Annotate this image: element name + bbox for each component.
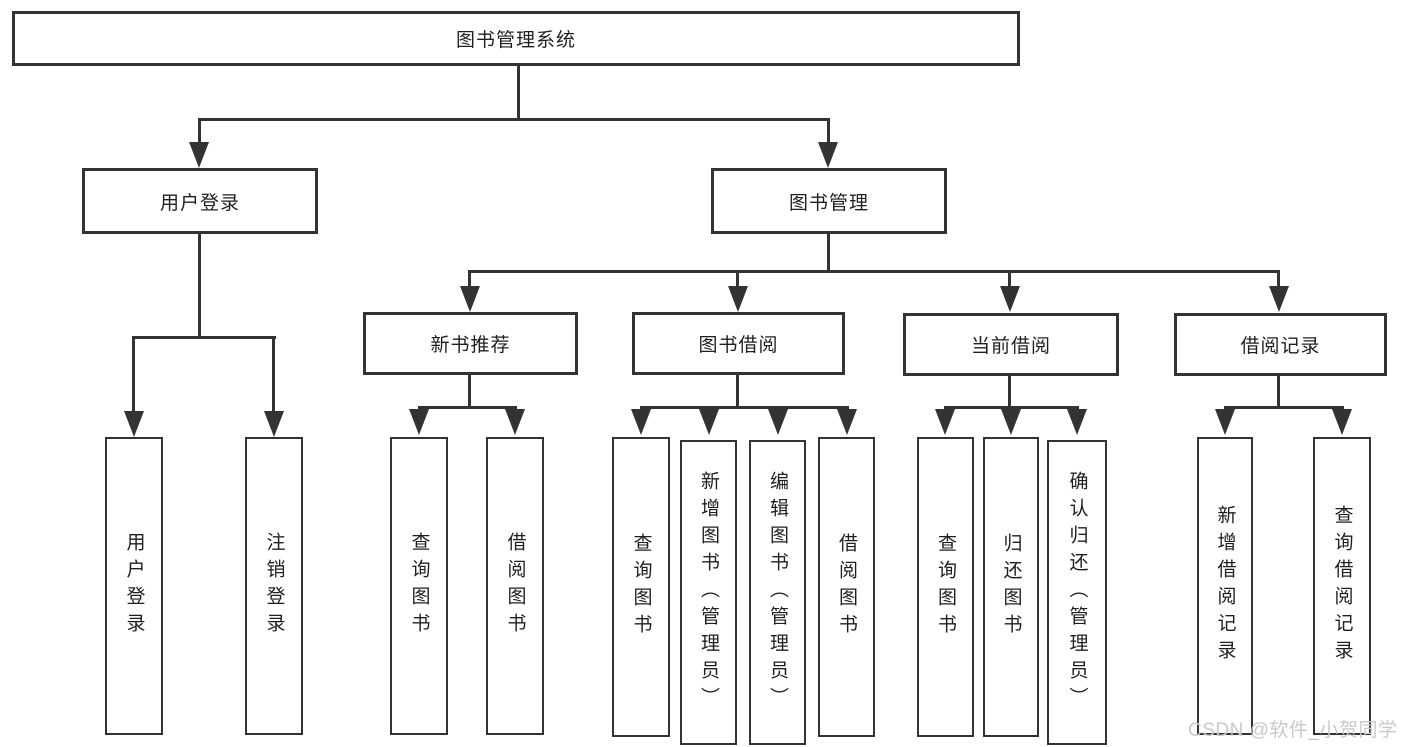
connector-new-book-bus — [418, 406, 517, 409]
arrow-to-leaf — [699, 409, 719, 435]
node-current-borrowing: 当前借阅 — [903, 313, 1119, 376]
connector-level2-bus — [198, 118, 830, 121]
leaf-query-books: 查询图书 — [612, 437, 670, 737]
leaf-logout: 注销登录 — [245, 437, 303, 735]
connector-leaf-drop — [272, 336, 275, 411]
node-borrowing-records: 借阅记录 — [1174, 313, 1387, 376]
arrow-to-leaf — [124, 411, 144, 437]
node-new-book-recommend: 新书推荐 — [363, 312, 578, 375]
arrow-to-leaf — [837, 409, 857, 435]
leaf-query-books: 查询图书 — [917, 437, 974, 737]
connector-book-mgmt-stem — [827, 234, 830, 272]
arrow-to-new-book-recommend — [460, 286, 480, 312]
arrow-to-borrowing-records — [1269, 286, 1289, 312]
connector-borrow-records-bus — [1224, 406, 1344, 409]
connector-user-login-bus — [133, 336, 276, 339]
arrow-to-leaf — [409, 409, 429, 435]
connector-new-book-stem — [468, 375, 471, 409]
leaf-return-books: 归还图书 — [983, 437, 1039, 737]
connector-level3-drop — [736, 270, 739, 288]
connector-current-borrow-stem — [1008, 376, 1011, 409]
leaf-borrow-books: 借阅图书 — [486, 437, 544, 735]
arrow-to-leaf — [505, 409, 525, 435]
leaf-edit-books-admin: 编辑图书（管理员） — [749, 440, 806, 745]
leaf-query-borrow-record: 查询借阅记录 — [1313, 437, 1371, 735]
connector-book-borrow-stem — [736, 375, 739, 409]
leaf-user-login: 用户登录 — [105, 437, 163, 735]
arrow-to-leaf — [631, 409, 651, 435]
connector-borrow-records-stem — [1277, 376, 1280, 409]
arrow-to-leaf — [1215, 409, 1235, 435]
arrow-to-current-borrowing — [1000, 286, 1020, 312]
node-library-system: 图书管理系统 — [12, 11, 1020, 66]
leaf-query-books: 查询图书 — [390, 437, 448, 735]
node-book-borrowing: 图书借阅 — [632, 312, 845, 375]
connector-book-mgmt-drop — [827, 118, 830, 144]
arrow-to-leaf — [1332, 409, 1352, 435]
arrow-to-leaf — [1067, 409, 1087, 435]
connector-level3-bus — [469, 270, 1280, 273]
connector-book-borrow-bus — [640, 406, 849, 409]
watermark-text: CSDN @软件_小贺同学 — [1188, 720, 1398, 741]
arrow-to-book-management — [818, 142, 838, 168]
arrow-to-leaf — [768, 409, 788, 435]
arrow-to-leaf — [935, 409, 955, 435]
node-book-management: 图书管理 — [711, 168, 947, 234]
arrow-to-leaf — [264, 411, 284, 437]
leaf-add-books-admin: 新增图书（管理员） — [680, 440, 737, 745]
leaf-add-borrow-record: 新增借阅记录 — [1197, 437, 1253, 735]
connector-user-login-stem — [198, 234, 201, 338]
connector-leaf-drop — [132, 336, 135, 411]
arrow-to-user-login — [189, 142, 209, 168]
connector-level3-drop — [1277, 270, 1280, 288]
leaf-confirm-return-admin: 确认归还（管理员） — [1047, 440, 1107, 745]
connector-level3-drop — [468, 270, 471, 288]
arrow-to-leaf — [1001, 409, 1021, 435]
node-user-login: 用户登录 — [82, 168, 318, 234]
connector-current-borrow-bus — [944, 406, 1079, 409]
leaf-borrow-books: 借阅图书 — [818, 437, 875, 737]
connector-level3-drop — [1008, 270, 1011, 288]
arrow-to-book-borrowing — [728, 286, 748, 312]
connector-root-stem — [517, 66, 520, 120]
connector-user-login-drop — [198, 118, 201, 144]
